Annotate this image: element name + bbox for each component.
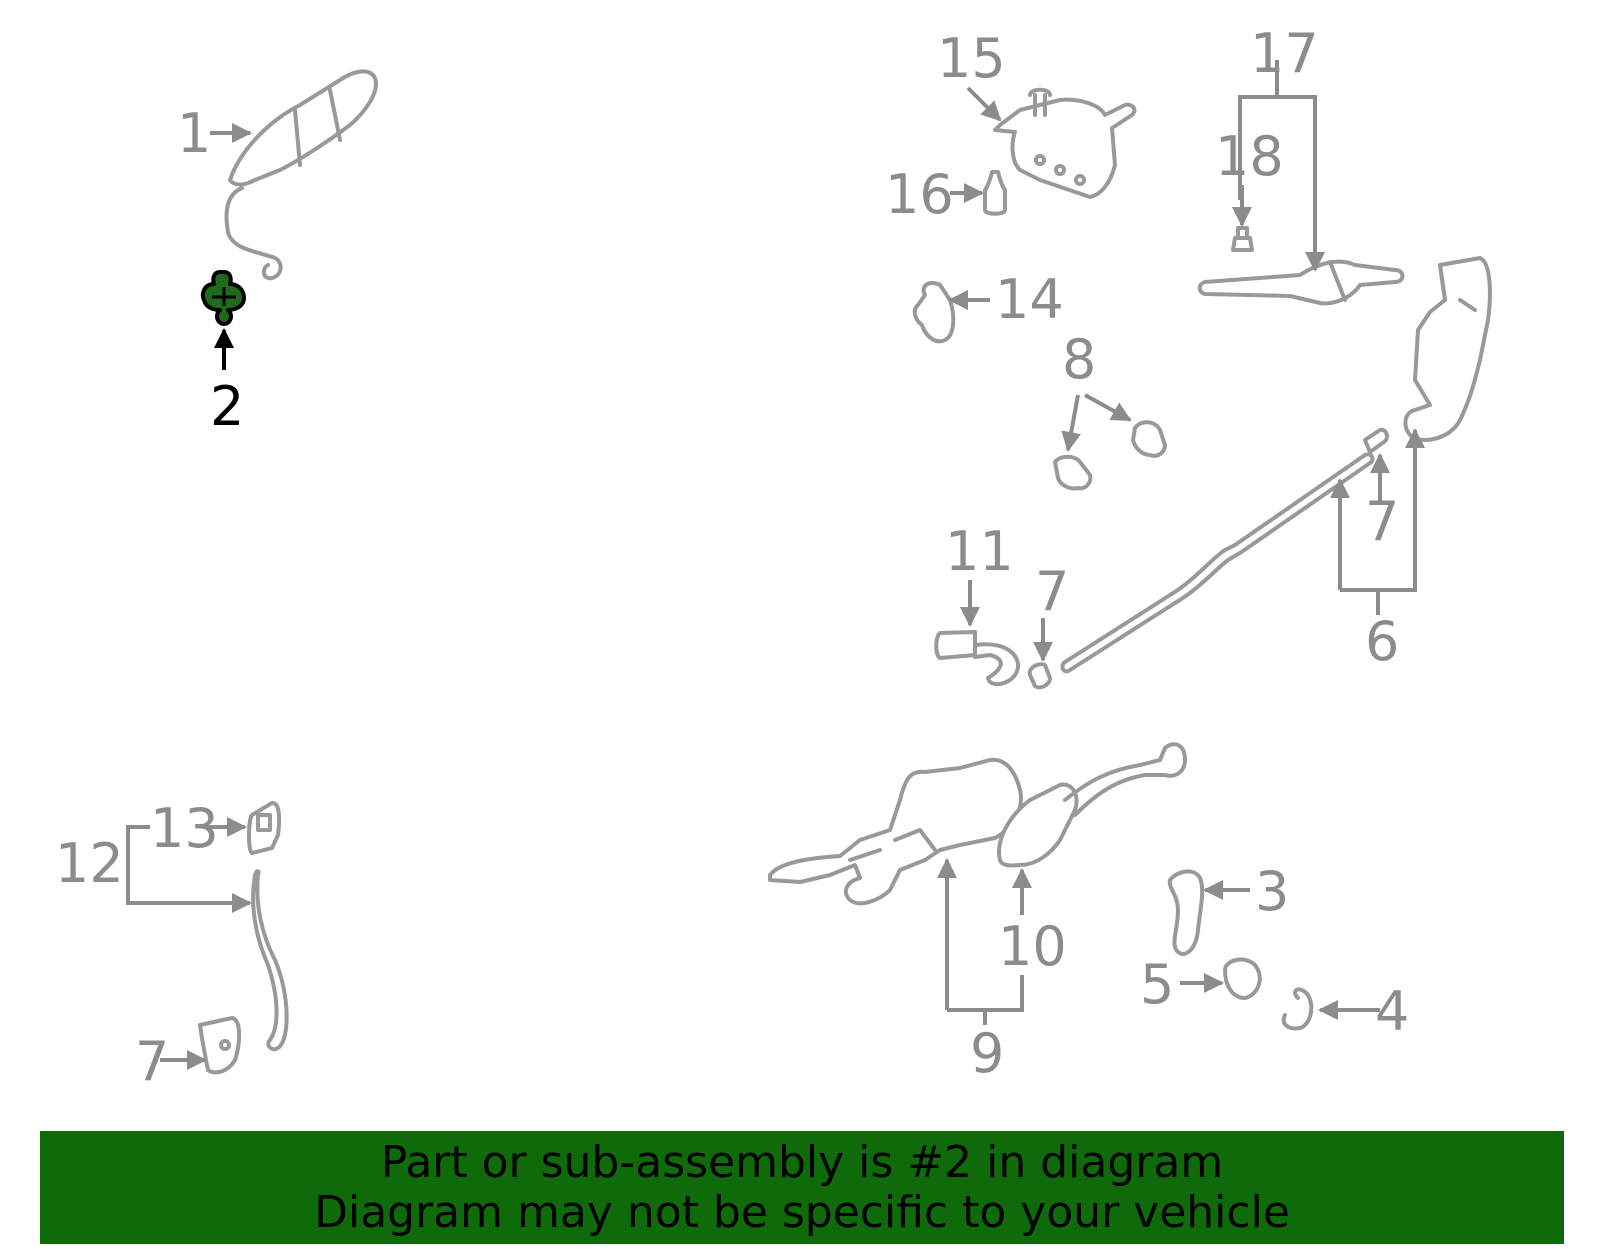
part-16-bolt [983,170,1007,216]
callout-3: 3 [1255,860,1289,923]
part-4-clip [1281,987,1314,1031]
callout-4: 4 [1375,980,1409,1043]
part-18-clip [1231,226,1254,252]
callout-5: 5 [1140,953,1174,1016]
callout-12: 12 [55,832,124,895]
callout-7-lower-left: 7 [135,1030,169,1093]
part-8-clips [1053,420,1167,491]
part-10-inside-handle [997,742,1187,868]
info-banner: Part or sub-assembly is #2 in diagram Di… [40,1131,1564,1244]
callout-14: 14 [995,268,1064,331]
part-12-rod [251,869,289,1052]
callout-2-highlighted: 2 [210,375,244,438]
callout-1: 1 [177,102,211,165]
part-7-bushing-upper [1363,427,1389,454]
callout-8: 8 [1062,328,1096,391]
callout-10: 10 [998,915,1067,978]
part-right-bracket [1403,256,1492,442]
part-7-bushing-lower [1027,662,1052,690]
banner-background [40,1131,1564,1244]
part-5-grommet [1223,957,1262,1000]
callout-7-lower-middle: 7 [1035,560,1069,623]
part-1-outer-handle [224,69,378,281]
callout-6: 6 [1365,610,1399,673]
part-14-clip [912,281,956,344]
banner-line-1: Part or sub-assembly is #2 in diagram [380,1136,1224,1188]
part-17-lock-cylinder-rod [1197,259,1405,306]
callout-15: 15 [937,27,1006,90]
part-2-clip-highlighted [200,270,246,326]
part-9-inside-handle-assembly [768,757,1023,906]
part-13-bezel [247,801,282,855]
part-7-bushing-lower-left [198,1016,242,1075]
callout-18: 18 [1215,125,1284,188]
callout-16: 16 [885,163,954,226]
callout-13: 13 [150,797,219,860]
callout-9: 9 [970,1022,1004,1085]
part-3-pad [1167,869,1205,956]
callout-17: 17 [1250,22,1319,85]
part-15-latch [993,87,1137,199]
part-6-rod [1060,452,1375,674]
callout-11: 11 [945,520,1014,583]
callout-7-upper-right: 7 [1365,490,1399,553]
banner-line-2: Diagram may not be specific to your vehi… [314,1186,1290,1238]
part-11-clip [934,630,1021,687]
